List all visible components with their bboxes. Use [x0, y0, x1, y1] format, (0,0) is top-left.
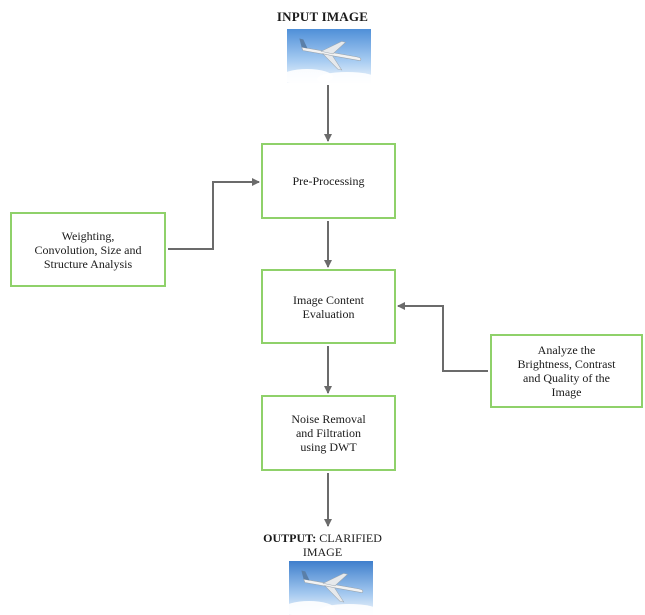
preprocessing-box: Pre-Processing [261, 143, 396, 219]
arrow-analyze-to-evaluation [397, 302, 488, 372]
arrow-weighting-to-preprocessing [168, 178, 260, 250]
output-airplane-image [289, 561, 373, 615]
analyze-box: Analyze the Brightness, Contrast and Qua… [490, 334, 643, 408]
weighting-box: Weighting, Convolution, Size and Structu… [10, 212, 166, 287]
weighting-label: Weighting, Convolution, Size and Structu… [34, 228, 142, 271]
preprocessing-label: Pre-Processing [292, 174, 365, 188]
output-text: CLARIFIED IMAGE [302, 531, 382, 559]
content-evaluation-label: Image Content Evaluation [293, 292, 364, 321]
noise-removal-label: Noise Removal and Filtration using DWT [291, 412, 366, 454]
output-image-label: OUTPUT: CLARIFIED IMAGE [0, 531, 645, 559]
noise-removal-box: Noise Removal and Filtration using DWT [261, 395, 396, 471]
output-prefix: OUTPUT: [263, 531, 317, 545]
input-image-label: INPUT IMAGE [276, 9, 369, 24]
analyze-label: Analyze the Brightness, Contrast and Qua… [517, 343, 616, 399]
content-evaluation-box: Image Content Evaluation [261, 269, 396, 344]
input-airplane-image [287, 29, 371, 83]
